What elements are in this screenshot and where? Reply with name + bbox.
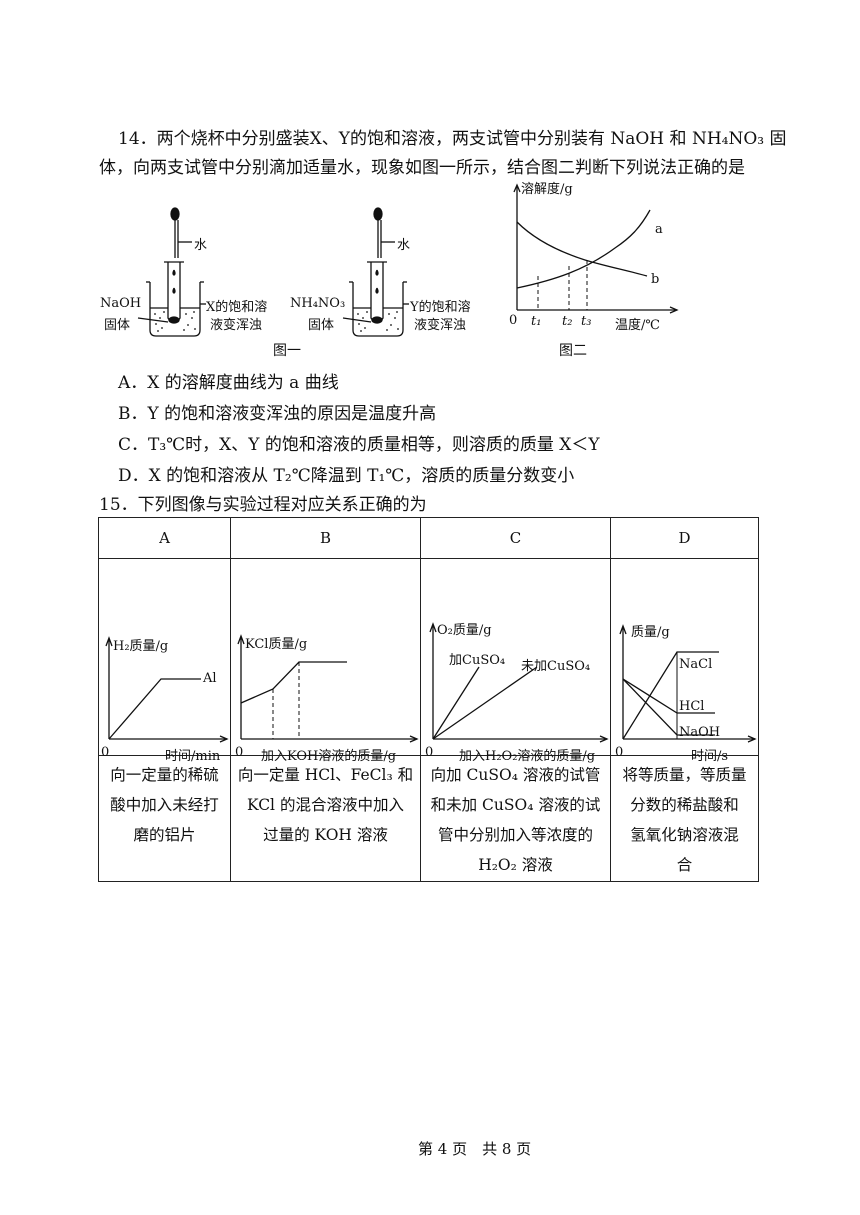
graph-d-nacl-label: NaCl	[679, 657, 713, 672]
graph-a-cell: H₂质量/g 0 时间/min Al	[98, 558, 231, 764]
curve-b	[516, 221, 648, 277]
desc-c: 向加 CuSO₄ 溶液的试管 和未加 CuSO₄ 溶液的试 管中分别加入等浓度的…	[420, 755, 611, 882]
water-label-right: 水	[397, 238, 411, 253]
desc-d-line: 分数的稀盐酸和	[630, 796, 739, 814]
graph-d-cell: 质量/g 0 时间/s NaCl HCl NaOH	[610, 558, 759, 764]
graph-c-curve1-label: 加CuSO₄	[449, 653, 506, 668]
y-solution-label-2: 液变浑浊	[414, 318, 467, 333]
q14-option-c: C．T₃℃时，X、Y 的饱和溶液的质量相等，则溶质的质量 X＜Y	[118, 435, 600, 455]
desc-a-line: 磨的铝片	[133, 826, 196, 844]
graph-a-origin: 0	[101, 745, 110, 760]
fig2-ylabel: 溶解度/g	[521, 182, 573, 197]
graph-b	[237, 634, 419, 743]
desc-a: 向一定量的稀硫 酸中加入未经打 磨的铝片	[98, 755, 231, 882]
graph-d-ylabel: 质量/g	[631, 625, 670, 640]
curve-a	[516, 209, 651, 289]
figure-one-drawing	[137, 207, 409, 337]
q15-graph-row: H₂质量/g 0 时间/min Al KCl质量/g	[98, 558, 759, 764]
desc-b-line: 过量的 KOH 溶液	[263, 826, 388, 844]
q15-header-b: B	[230, 517, 421, 559]
desc-c-line: H₂O₂ 溶液	[478, 856, 553, 874]
desc-d-line: 将等质量，等质量	[622, 766, 747, 784]
q15-header-row: A B C D	[98, 517, 759, 559]
naoh-solid-label: 固体	[104, 318, 131, 333]
desc-c-line: 管中分别加入等浓度的	[437, 826, 593, 844]
graph-a-xlabel: 时间/min	[165, 749, 221, 764]
kcl-curve	[240, 661, 347, 704]
graph-b-cell: KCl质量/g 0 加入KOH溶液的质量/g	[230, 558, 421, 764]
nh4no3-label: NH₄NO₃	[290, 296, 346, 311]
t1-label: t₁	[531, 314, 542, 329]
graph-d-origin: 0	[615, 745, 624, 760]
figure-one: 水 水 NaOH 固体 X的饱和溶 液变浑浊 NH₄NO₃ 固体 Y的饱和溶 液…	[98, 200, 488, 365]
figure-two-caption: 图二	[559, 343, 587, 359]
graph-c-cell: O₂质量/g 0 加入H₂O₂溶液的质量/g 加CuSO₄ 未加CuSO₄	[420, 558, 611, 764]
graph-a-ylabel: H₂质量/g	[113, 639, 169, 654]
q14-option-a: A．X 的溶解度曲线为 a 曲线	[118, 373, 339, 393]
q14-option-b: B．Y 的饱和溶液变浑浊的原因是温度升高	[118, 404, 437, 424]
water-label-left: 水	[194, 238, 208, 253]
q14-stem-line1: 14．两个烧杯中分别盛装X、Y的饱和溶液，两支试管中分别装有 NaOH 和 NH…	[118, 129, 787, 149]
graph-c-xlabel: 加入H₂O₂溶液的质量/g	[459, 749, 596, 764]
graph-c	[429, 622, 609, 743]
x-solution-label-1: X的饱和溶	[206, 300, 268, 315]
q14-option-d: D．X 的饱和溶液从 T₂℃降温到 T₁℃，溶质的质量分数变小	[118, 466, 575, 486]
left-apparatus	[137, 207, 206, 337]
graph-a	[105, 636, 229, 743]
figure-two-plot	[513, 183, 679, 314]
graph-d	[619, 624, 757, 743]
graph-c-ylabel: O₂质量/g	[437, 623, 492, 638]
graph-b-origin: 0	[235, 745, 244, 760]
fig2-x-arrow	[669, 306, 679, 314]
q15-header-a: A	[98, 517, 231, 559]
without-cuso4-line	[432, 666, 538, 740]
q14-stem-line2: 体，向两支试管中分别滴加适量水，现象如图一所示，结合图二判断下列说法正确的是	[99, 158, 745, 178]
desc-a-line: 向一定量的稀硫	[110, 766, 219, 784]
with-cuso4-line	[432, 666, 480, 740]
desc-a-line: 酸中加入未经打	[110, 796, 219, 814]
graph-d-xlabel: 时间/s	[691, 749, 729, 764]
page-number: 第 4 页 共 8 页	[418, 1140, 532, 1158]
t3-label: t₃	[581, 314, 592, 329]
q15-table: A B C D H₂质量/g 0 时间/min Al	[98, 517, 759, 882]
q15-header-c: C	[420, 517, 611, 559]
q15-description-row: 向一定量的稀硫 酸中加入未经打 磨的铝片 向一定量 HCl、FeCl₃ 和 KC…	[98, 755, 759, 882]
desc-c-line: 和未加 CuSO₄ 溶液的试	[430, 796, 601, 814]
graph-b-xlabel: 加入KOH溶液的质量/g	[261, 749, 397, 764]
graph-d-hcl-label: HCl	[679, 699, 705, 714]
naoh-label: NaOH	[100, 296, 142, 311]
desc-d-line: 氢氧化钠溶液混	[630, 826, 739, 844]
desc-d: 将等质量，等质量 分数的稀盐酸和 氢氧化钠溶液混 合	[610, 755, 759, 882]
desc-c-line: 向加 CuSO₄ 溶液的试管	[430, 766, 601, 784]
graph-c-origin: 0	[425, 745, 434, 760]
figure-two: 溶解度/g 0 t₁ t₂ t₃ 温度/℃ a b 图二	[505, 180, 685, 365]
graph-d-naoh-label: NaOH	[679, 725, 721, 740]
desc-b-line: 向一定量 HCl、FeCl₃ 和	[237, 766, 414, 784]
nh4no3-solid-label: 固体	[308, 318, 335, 333]
x-solution-label-2: 液变浑浊	[210, 318, 263, 333]
y-solution-label-1: Y的饱和溶	[410, 300, 471, 315]
desc-d-line: 合	[676, 856, 693, 874]
fig2-xlabel: 温度/℃	[615, 318, 660, 333]
figure-one-caption: 图一	[273, 343, 301, 359]
q15-stem: 15．下列图像与实验过程对应关系正确的为	[99, 495, 427, 515]
graph-c-curve2-label: 未加CuSO₄	[521, 659, 591, 674]
curve-b-label: b	[651, 272, 660, 287]
fig2-y-arrow	[513, 183, 521, 193]
t2-label: t₂	[562, 314, 573, 329]
right-apparatus	[342, 207, 409, 337]
fig2-origin: 0	[509, 313, 518, 328]
desc-b: 向一定量 HCl、FeCl₃ 和 KCl 的混合溶液中加入 过量的 KOH 溶液	[230, 755, 421, 882]
curve-a-label: a	[655, 222, 663, 237]
al-curve	[108, 678, 201, 740]
graph-b-ylabel: KCl质量/g	[245, 637, 308, 652]
q15-header-d: D	[610, 517, 759, 559]
graph-a-curve-label: Al	[203, 671, 217, 686]
desc-b-line: KCl 的混合溶液中加入	[247, 796, 404, 814]
